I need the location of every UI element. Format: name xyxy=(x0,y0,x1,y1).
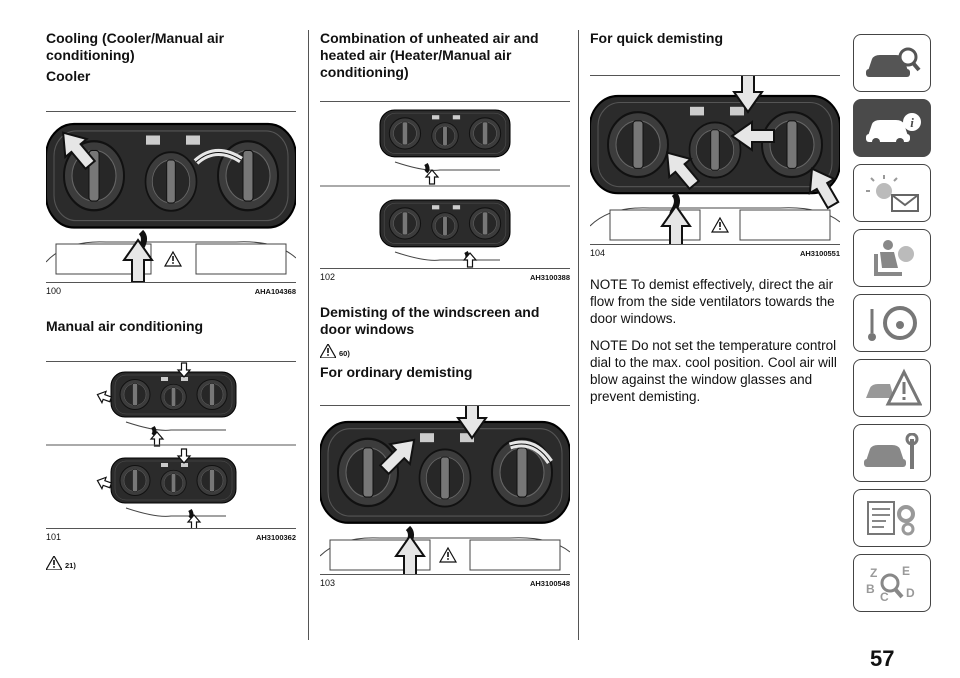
tab-knowing-your-car[interactable] xyxy=(853,34,931,92)
car-info-icon: i xyxy=(866,113,921,146)
subheading-ordinary-demisting: For ordinary demisting xyxy=(320,364,473,380)
svg-text:B: B xyxy=(866,582,875,596)
warning-reference-60[interactable]: 60) xyxy=(320,344,570,358)
warning-reference-label: 21) xyxy=(65,561,76,570)
column-3: For quick demisting 104 AH3100551 NOTE T… xyxy=(590,30,840,405)
figure-103 xyxy=(320,405,570,575)
figure-104 xyxy=(590,75,840,245)
figure-102-illustration xyxy=(320,102,570,268)
column-divider-1 xyxy=(308,30,309,640)
dashboard-lights-icon xyxy=(866,175,919,212)
car-warning-icon xyxy=(866,368,922,406)
figure-102-code: AH3100388 xyxy=(529,273,570,282)
subheading-cooler: Cooler xyxy=(46,68,91,84)
warning-reference-21[interactable]: 21) xyxy=(46,556,296,570)
note-temperature-control: NOTE Do not set the temperature control … xyxy=(590,338,837,404)
warning-triangle-icon xyxy=(320,344,336,358)
steering-key-icon xyxy=(868,306,917,341)
airbag-seat-icon xyxy=(874,240,914,276)
tab-servicing[interactable] xyxy=(853,424,931,482)
specs-gear-icon xyxy=(867,501,915,536)
car-service-icon xyxy=(864,433,919,469)
column-divider-2 xyxy=(578,30,579,640)
tab-emergency[interactable] xyxy=(853,359,931,417)
figure-104-illustration xyxy=(590,76,840,244)
section-heading-demisting: Demisting of the windscreen and door win… xyxy=(320,304,540,337)
figure-100-code: AHA104368 xyxy=(254,287,296,296)
svg-text:E: E xyxy=(902,564,910,578)
figure-101-code: AH3100362 xyxy=(255,533,296,542)
figure-104-code: AH3100551 xyxy=(799,249,840,258)
section-heading-manual-ac: Manual air conditioning xyxy=(46,318,204,334)
tab-specifications[interactable] xyxy=(853,489,931,547)
figure-101-caption: 101 AH3100362 xyxy=(46,532,296,542)
column-1: Cooling (Cooler/Manual air conditioning)… xyxy=(46,30,296,570)
tab-starting-driving[interactable] xyxy=(853,294,931,352)
figure-103-illustration xyxy=(320,406,570,574)
figure-100-number: 100 xyxy=(46,286,62,296)
figure-104-caption: 104 AH3100551 xyxy=(590,248,840,258)
figure-102-number: 102 xyxy=(320,272,336,282)
figure-102-caption: 102 AH3100388 xyxy=(320,272,570,282)
figure-103-code: AH3100548 xyxy=(529,579,570,588)
figure-101-illustration xyxy=(46,362,296,528)
svg-text:D: D xyxy=(906,586,915,600)
figure-100 xyxy=(46,111,296,283)
figure-100-caption: 100 AHA104368 xyxy=(46,286,296,296)
car-search-icon xyxy=(866,47,921,77)
tab-warning-lights[interactable] xyxy=(853,164,931,222)
figure-101 xyxy=(46,361,296,529)
svg-text:Z: Z xyxy=(870,566,877,580)
svg-text:C: C xyxy=(880,590,889,603)
figure-102 xyxy=(320,101,570,269)
page-number: 57 xyxy=(870,646,895,671)
figure-100-illustration xyxy=(46,122,296,282)
section-heading-combination: Combination of unheated air and heated a… xyxy=(320,30,539,80)
chapter-nav-sidebar: i xyxy=(853,34,931,619)
tab-technical-data[interactable]: i xyxy=(853,99,931,157)
figure-101-number: 101 xyxy=(46,532,62,542)
tab-safety[interactable] xyxy=(853,229,931,287)
figure-103-caption: 103 AH3100548 xyxy=(320,578,570,588)
note-demist-effectively: NOTE To demist effectively, direct the a… xyxy=(590,277,835,326)
figure-103-number: 103 xyxy=(320,578,336,588)
column-2: Combination of unheated air and heated a… xyxy=(320,30,570,588)
index-search-icon: Z E BC D xyxy=(866,564,915,603)
svg-text:i: i xyxy=(910,115,914,130)
section-heading-cooling: Cooling (Cooler/Manual air conditioning) xyxy=(46,30,225,63)
section-heading-quick-demisting: For quick demisting xyxy=(590,30,724,46)
figure-104-number: 104 xyxy=(590,248,606,258)
warning-triangle-icon xyxy=(46,556,62,570)
warning-reference-label: 60) xyxy=(339,349,350,358)
